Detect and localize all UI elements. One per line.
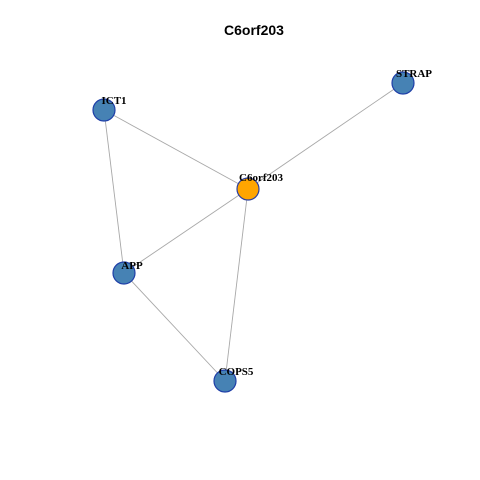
node-strap[interactable]: STRAP <box>391 68 432 95</box>
node-label: COPS5 <box>219 366 254 378</box>
node-circle[interactable] <box>391 71 415 95</box>
edge-ict1-app <box>103 109 125 274</box>
edges-layer <box>103 82 404 382</box>
node-label: STRAP <box>396 68 432 80</box>
node-c6orf203[interactable]: C6orf203 <box>236 172 283 201</box>
edge-c6orf203-app <box>123 188 249 274</box>
diagram-title: C6orf203 <box>224 22 284 38</box>
node-cops5[interactable]: COPS5 <box>213 366 254 393</box>
node-label: ICT1 <box>101 95 126 107</box>
node-ict1[interactable]: ICT1 <box>92 95 127 122</box>
node-circle[interactable] <box>213 369 237 393</box>
node-circle[interactable] <box>112 261 136 285</box>
edge-c6orf203-ict1 <box>103 109 249 190</box>
node-label: APP <box>121 260 143 272</box>
edge-c6orf203-strap <box>247 82 404 190</box>
node-app[interactable]: APP <box>112 260 143 285</box>
node-circle[interactable] <box>92 98 116 122</box>
node-circle[interactable] <box>236 177 260 201</box>
node-label: C6orf203 <box>239 172 283 184</box>
edge-app-cops5 <box>123 272 226 382</box>
edge-c6orf203-cops5 <box>224 188 249 382</box>
